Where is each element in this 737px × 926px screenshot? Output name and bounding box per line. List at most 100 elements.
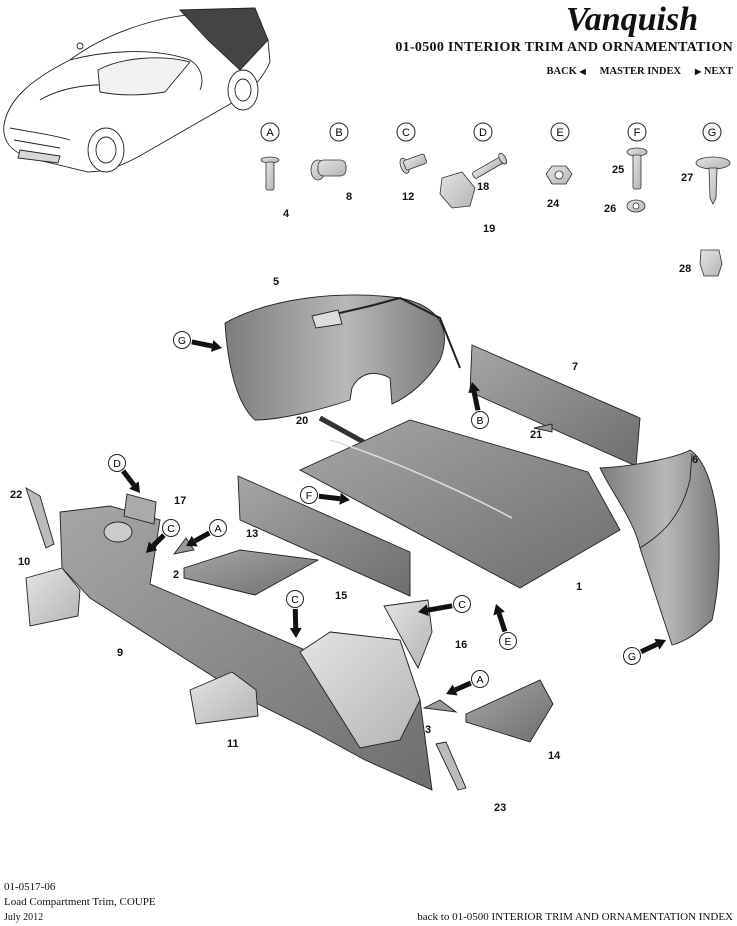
key-label-g: G bbox=[708, 127, 717, 139]
arrow-head-icon bbox=[129, 481, 140, 493]
arrow-shaft bbox=[151, 533, 166, 548]
key-pointer-arrows: G B D C A F C C E A G bbox=[108, 331, 666, 696]
callout-1: 1 bbox=[576, 581, 582, 593]
arrow-key-badge bbox=[108, 454, 126, 472]
callout-9: 9 bbox=[117, 647, 123, 659]
arrow-head-icon bbox=[146, 541, 158, 553]
callout-8: 8 bbox=[346, 191, 352, 203]
arrow-key-badge bbox=[209, 519, 227, 537]
arrow-shaft bbox=[191, 339, 213, 349]
key-circle-c bbox=[396, 122, 416, 142]
key-label-e: E bbox=[556, 127, 563, 139]
arrow-head-icon bbox=[289, 627, 302, 638]
arrow-key-c: C bbox=[291, 594, 299, 606]
callout-28: 28 bbox=[679, 263, 691, 275]
key-circle-a bbox=[260, 122, 280, 142]
arrow-key-badge bbox=[623, 647, 641, 665]
key-label-c: C bbox=[402, 127, 410, 139]
key-label-f: F bbox=[634, 127, 641, 139]
arrow-key-d: D bbox=[113, 458, 121, 470]
arrow-key-f: F bbox=[306, 490, 312, 502]
callout-14: 14 bbox=[548, 750, 561, 762]
callout-4: 4 bbox=[283, 208, 290, 220]
next-link[interactable]: ▶ NEXT bbox=[695, 66, 733, 77]
arrow-shaft bbox=[496, 612, 508, 633]
callout-25: 25 bbox=[612, 164, 624, 176]
key-label-d: D bbox=[479, 127, 487, 139]
arrow-key-badge bbox=[471, 411, 489, 429]
arrow-head-icon bbox=[186, 535, 198, 547]
arrow-head-icon bbox=[493, 604, 505, 616]
arrow-key-a: A bbox=[214, 523, 221, 535]
callout-5: 5 bbox=[273, 276, 279, 288]
callout-21: 21 bbox=[530, 429, 542, 441]
key-circle-b bbox=[329, 122, 349, 142]
callout-10: 10 bbox=[18, 556, 30, 568]
arrow-head-icon bbox=[468, 382, 480, 394]
fastener-drawings bbox=[260, 147, 731, 277]
section-title: 01-0500 INTERIOR TRIM AND ORNAMENTATION bbox=[395, 40, 733, 55]
arrow-key-badge bbox=[499, 632, 517, 650]
callout-12: 12 bbox=[402, 191, 414, 203]
key-label-a: A bbox=[266, 127, 274, 139]
key-circle-g bbox=[702, 122, 722, 142]
arrow-shaft bbox=[471, 391, 481, 411]
arrow-shaft bbox=[427, 603, 453, 613]
callout-18: 18 bbox=[477, 181, 489, 193]
arrow-key-badge bbox=[300, 486, 318, 504]
arrow-key-badge bbox=[286, 590, 304, 608]
arrow-head-icon bbox=[418, 604, 429, 617]
diagram-date: July 2012 bbox=[4, 912, 44, 923]
callout-6: 6 bbox=[692, 454, 698, 466]
arrow-shaft bbox=[454, 680, 472, 693]
callout-2: 2 bbox=[173, 569, 179, 581]
back-to-index-link[interactable]: back to 01-0500 INTERIOR TRIM AND ORNAME… bbox=[417, 911, 733, 923]
arrow-shaft bbox=[193, 530, 211, 544]
arrow-key-g: G bbox=[178, 335, 186, 347]
callout-13: 13 bbox=[246, 528, 258, 540]
key-label-b: B bbox=[335, 127, 342, 139]
arrow-head-icon bbox=[211, 340, 222, 352]
arrow-key-e: E bbox=[504, 636, 511, 648]
trim-panels bbox=[25, 294, 720, 791]
arrow-head-icon bbox=[446, 684, 458, 696]
callout-7: 7 bbox=[572, 361, 578, 373]
left-triangle-icon: ◀ bbox=[579, 67, 586, 76]
callout-16: 16 bbox=[455, 639, 467, 651]
callout-19: 19 bbox=[483, 223, 495, 235]
callout-23: 23 bbox=[494, 802, 506, 814]
callout-22: 22 bbox=[10, 489, 22, 501]
arrow-key-badge bbox=[471, 670, 489, 688]
arrow-shaft bbox=[121, 469, 136, 487]
callout-24: 24 bbox=[547, 198, 560, 210]
callout-3: 3 bbox=[425, 724, 431, 736]
key-circle-d bbox=[473, 122, 493, 142]
key-circle-e bbox=[550, 122, 570, 142]
callout-26: 26 bbox=[604, 203, 616, 215]
arrow-key-g: G bbox=[628, 651, 636, 663]
diagram-code: 01-0517-06 bbox=[4, 881, 56, 893]
back-link[interactable]: BACK ◀ bbox=[546, 66, 586, 77]
right-triangle-icon: ▶ bbox=[695, 67, 702, 76]
arrow-key-badge bbox=[453, 595, 471, 613]
arrow-key-b: B bbox=[476, 415, 483, 427]
arrow-key-a: A bbox=[476, 674, 483, 686]
arrow-shaft bbox=[639, 641, 659, 655]
arrow-shaft bbox=[318, 493, 341, 502]
arrow-key-badge bbox=[162, 519, 180, 537]
key-circle-f bbox=[627, 122, 647, 142]
arrow-head-icon bbox=[339, 492, 350, 505]
arrow-key-c: C bbox=[458, 599, 466, 611]
arrow-key-badge bbox=[173, 331, 191, 349]
callout-27: 27 bbox=[681, 172, 693, 184]
arrow-head-icon bbox=[654, 638, 666, 650]
master-index-link[interactable]: MASTER INDEX bbox=[599, 66, 682, 77]
callout-17: 17 bbox=[174, 495, 186, 507]
fastener-key-legend: A B C D E F G bbox=[260, 122, 722, 142]
arrow-key-c: C bbox=[167, 523, 175, 535]
car-illustration bbox=[3, 7, 271, 173]
callout-15: 15 bbox=[335, 590, 347, 602]
diagram-title: Load Compartment Trim, COUPE bbox=[4, 896, 156, 908]
